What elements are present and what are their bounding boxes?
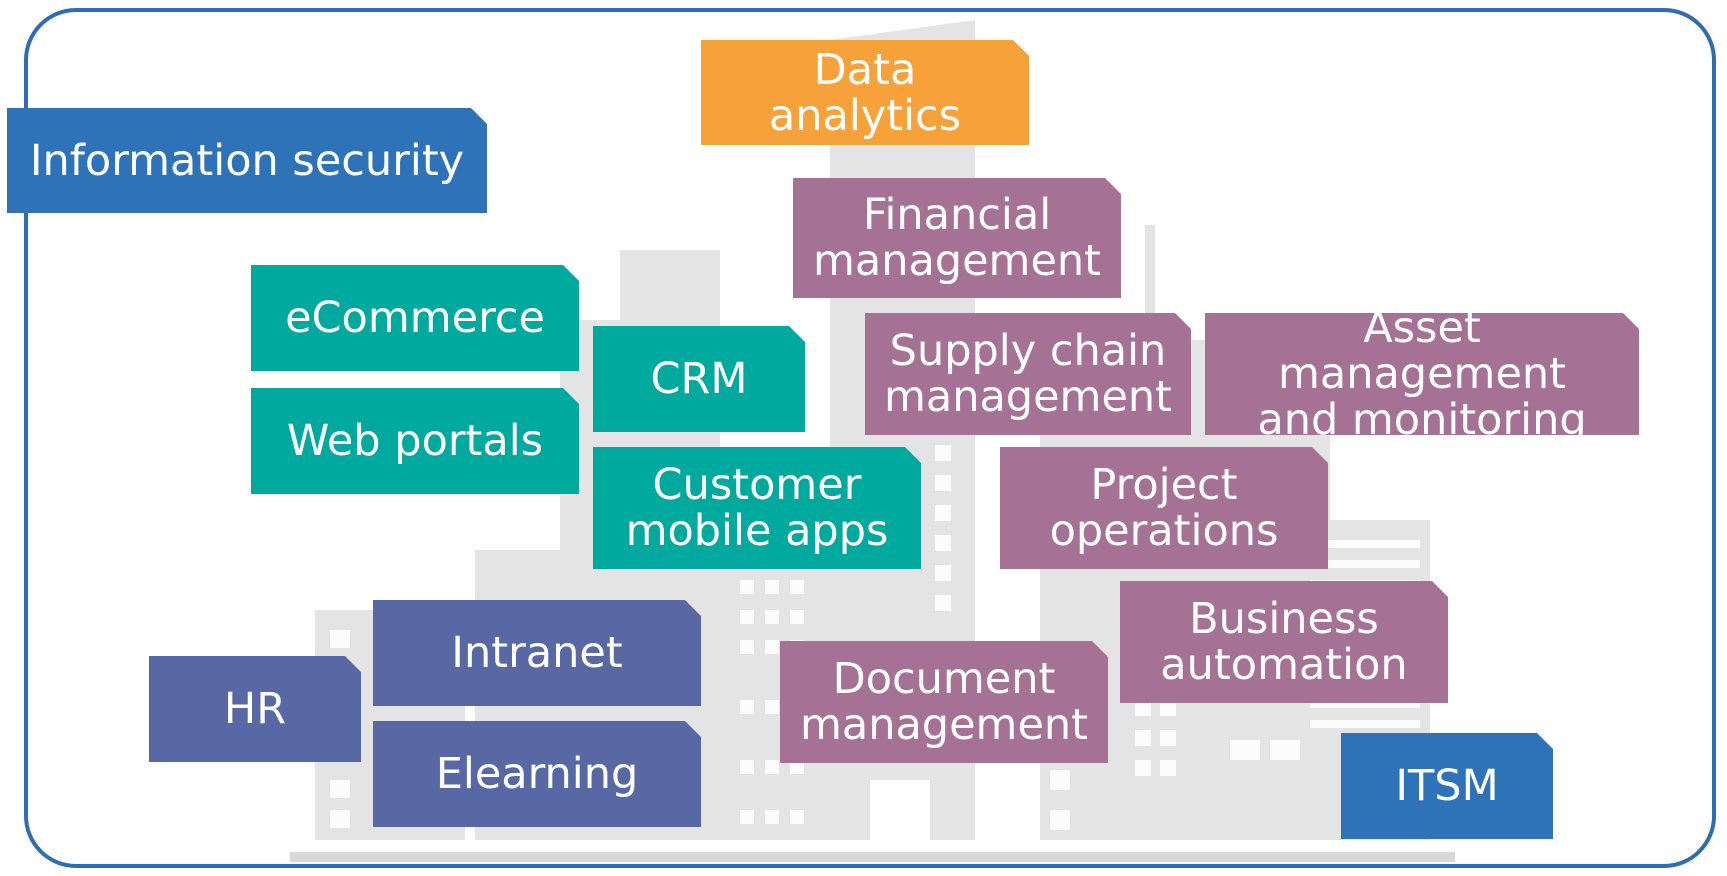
ground-line bbox=[290, 852, 1455, 862]
tag-document-management: Document management bbox=[780, 641, 1108, 763]
tag-ecommerce: eCommerce bbox=[251, 265, 579, 371]
diagram-frame bbox=[24, 8, 1716, 868]
tag-label: Web portals bbox=[286, 416, 544, 466]
tag-hr: HR bbox=[149, 656, 361, 762]
tag-label: Supply chain management bbox=[883, 326, 1173, 422]
tag-label: Project operations bbox=[1049, 460, 1279, 556]
tag-label: Elearning bbox=[435, 749, 639, 799]
tag-information-security: Information security bbox=[7, 108, 487, 213]
tag-customer-mobile-apps: Customer mobile apps bbox=[593, 447, 921, 569]
tag-label: Customer mobile apps bbox=[625, 460, 889, 556]
tag-label: HR bbox=[223, 684, 287, 734]
tag-label: Document management bbox=[799, 654, 1089, 750]
tag-crm: CRM bbox=[593, 326, 805, 432]
tag-label: Financial management bbox=[812, 190, 1102, 286]
tag-business-automation: Business automation bbox=[1120, 581, 1448, 703]
tag-label: Business automation bbox=[1160, 594, 1408, 690]
tag-supply-chain-management: Supply chain management bbox=[865, 313, 1191, 435]
tag-intranet: Intranet bbox=[373, 600, 701, 706]
tag-web-portals: Web portals bbox=[251, 388, 579, 494]
tag-elearning: Elearning bbox=[373, 721, 701, 827]
tag-label: eCommerce bbox=[285, 293, 545, 343]
tag-asset-management: Asset management and monitoring bbox=[1205, 313, 1639, 435]
tag-financial-management: Financial management bbox=[793, 178, 1121, 298]
tag-itsm: ITSM bbox=[1341, 733, 1553, 839]
tag-label: Intranet bbox=[451, 628, 623, 678]
tag-label: ITSM bbox=[1395, 761, 1499, 811]
tag-label: CRM bbox=[650, 354, 748, 404]
door bbox=[870, 780, 930, 840]
tag-label: Information security bbox=[29, 135, 465, 186]
tag-label: Asset management and monitoring bbox=[1257, 303, 1587, 445]
tag-label: Data analytics bbox=[768, 44, 962, 141]
tag-project-operations: Project operations bbox=[1000, 447, 1328, 569]
tag-data-analytics: Data analytics bbox=[701, 40, 1029, 145]
